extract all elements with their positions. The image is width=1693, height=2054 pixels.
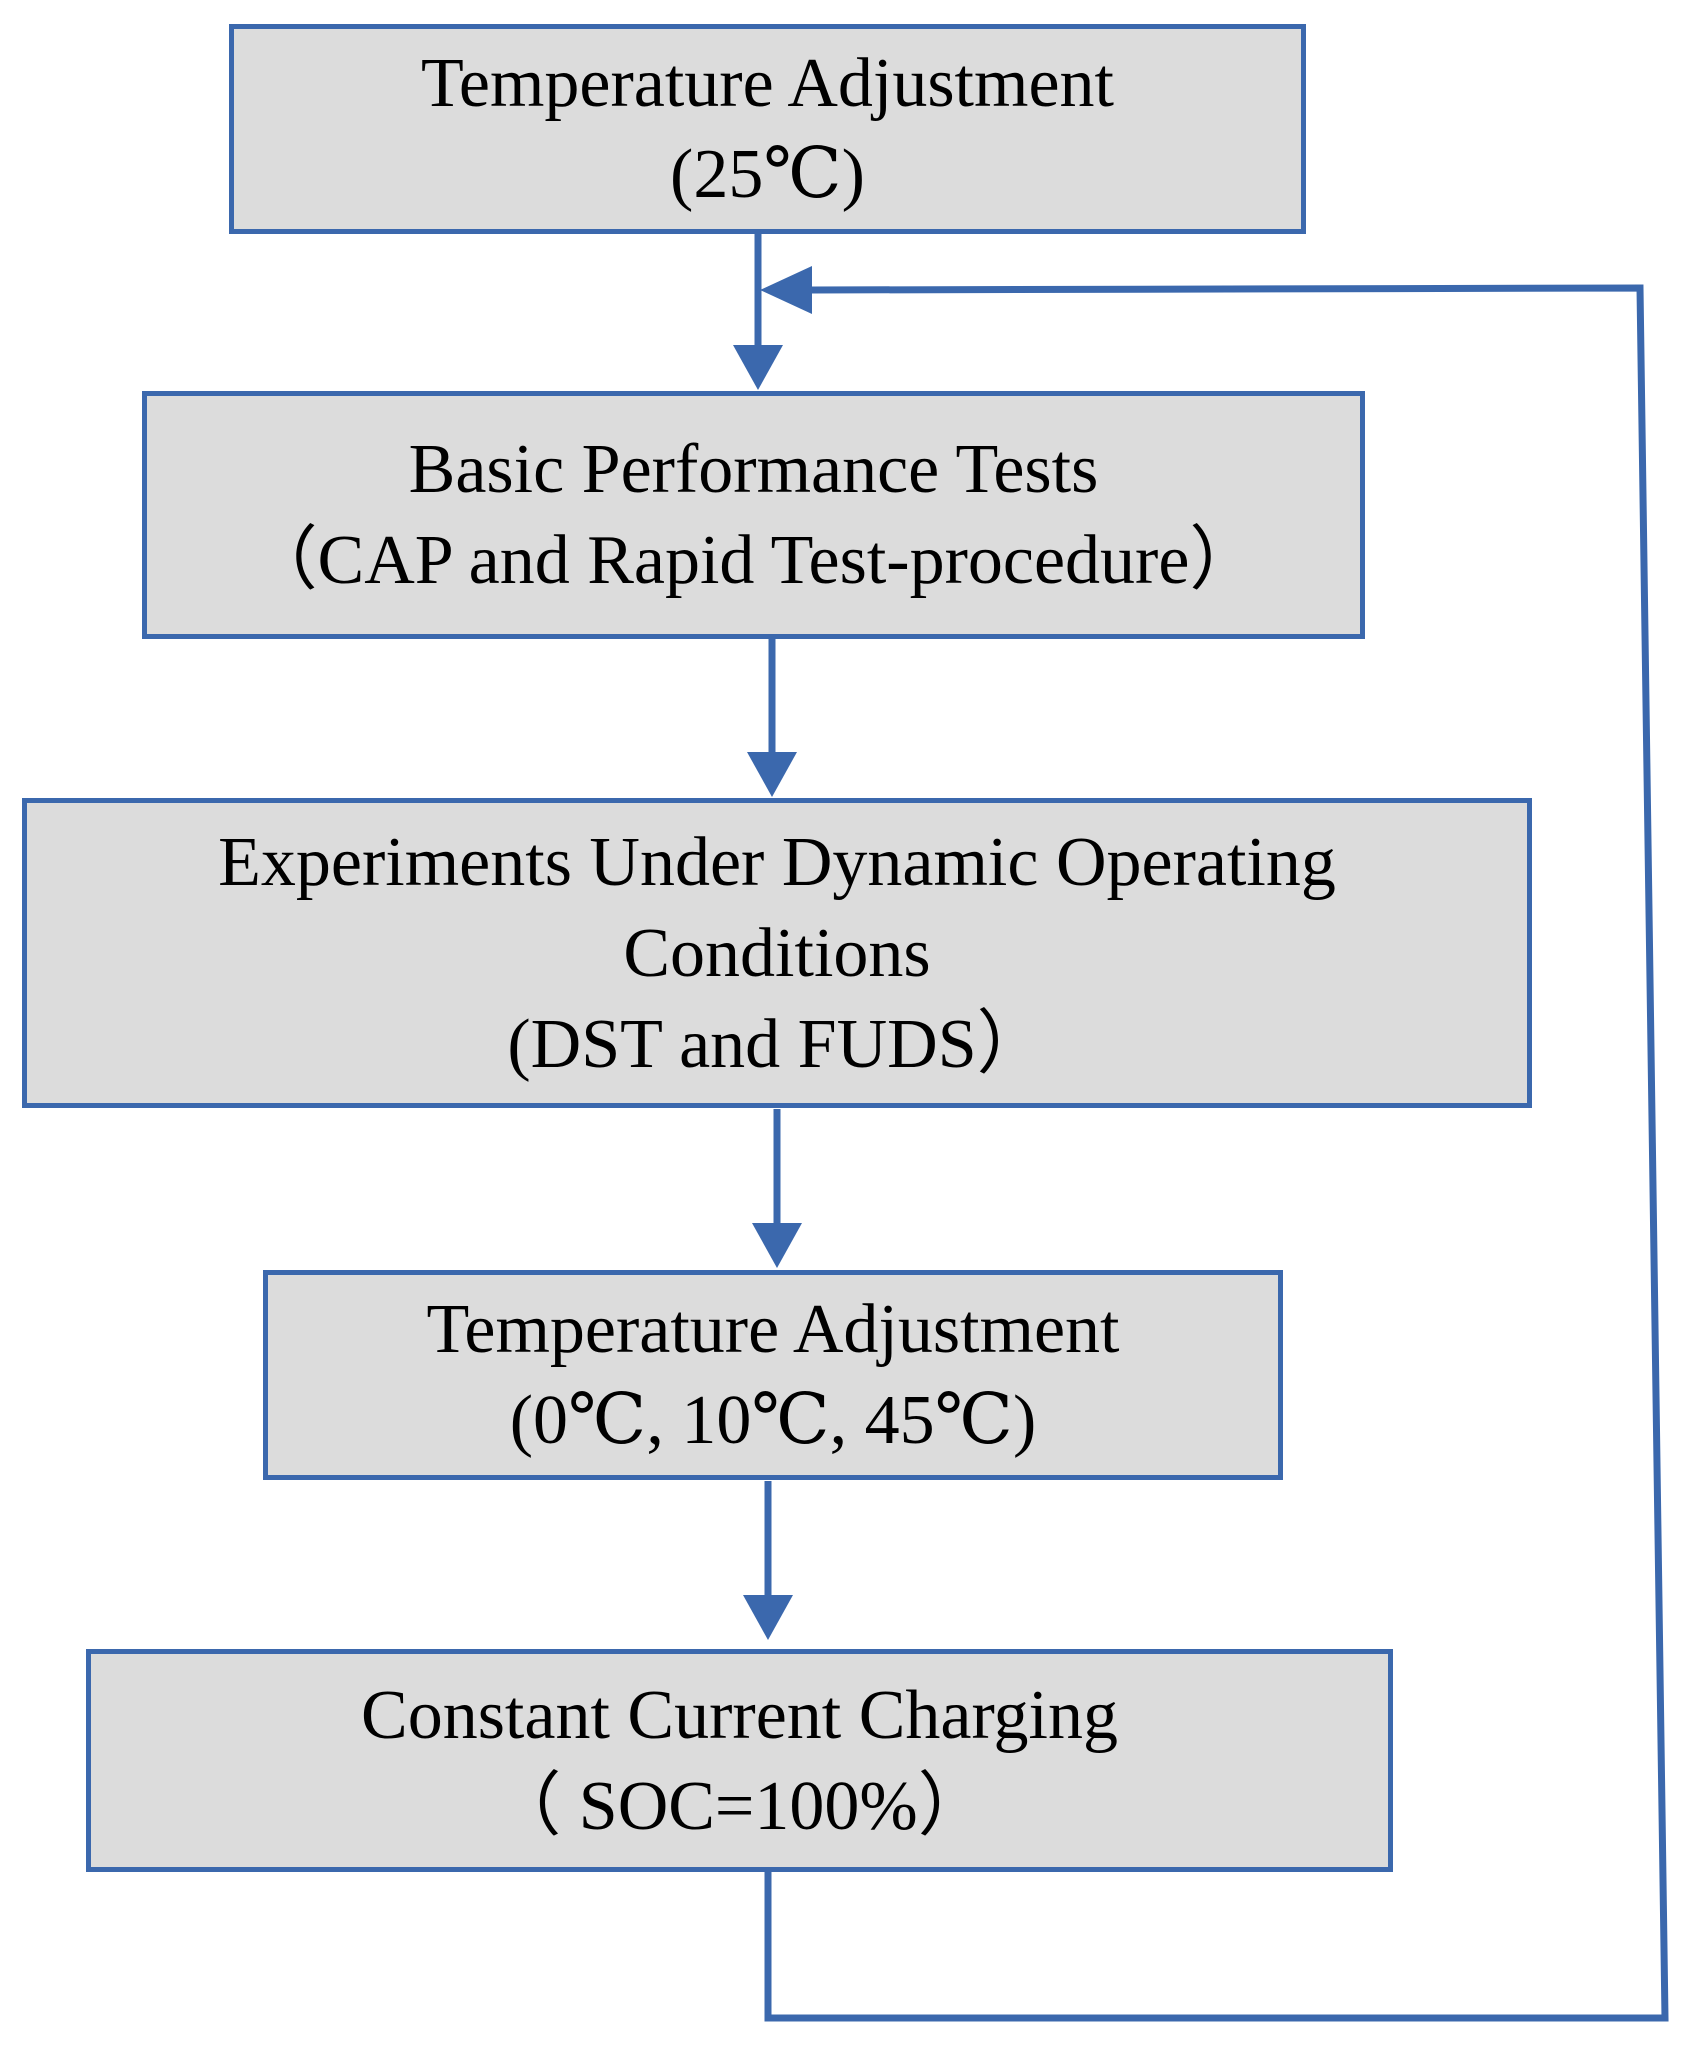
step-constant-current-charging: Constant Current Charging （ SOC=100%） xyxy=(86,1649,1393,1872)
step-2-title: Basic Performance Tests xyxy=(408,431,1099,508)
step-3-title-continued: Conditions xyxy=(623,914,931,992)
step-5-detail: （ SOC=100%） xyxy=(491,1767,988,1845)
step-3-detail: (DST and FUDS） xyxy=(507,1005,1047,1083)
step-4-title: Temperature Adjustment xyxy=(426,1291,1120,1368)
step-4-detail: (0℃, 10℃, 45℃) xyxy=(509,1382,1037,1459)
arrow-head-3-to-4 xyxy=(752,1223,802,1268)
arrow-head-2-to-3 xyxy=(747,752,797,797)
arrow-head-4-to-5 xyxy=(743,1595,793,1640)
loop-back-arrow-head xyxy=(760,266,812,314)
arrow-head-1-to-2 xyxy=(733,345,783,390)
step-1-detail: (25℃) xyxy=(670,136,865,213)
loop-back-line xyxy=(764,284,1669,2022)
step-2-detail: （CAP and Rapid Test-procedure） xyxy=(247,522,1260,599)
step-5-title: Constant Current Charging xyxy=(361,1676,1118,1754)
step-temperature-adjustment-multi: Temperature Adjustment (0℃, 10℃, 45℃) xyxy=(263,1270,1283,1480)
step-3-title: Experiments Under Dynamic Operating xyxy=(218,823,1336,901)
step-temperature-adjustment-25c: Temperature Adjustment (25℃) xyxy=(229,24,1306,234)
step-dynamic-operating-experiments: Experiments Under Dynamic Operating Cond… xyxy=(22,798,1532,1108)
step-1-title: Temperature Adjustment xyxy=(421,45,1114,122)
step-basic-performance-tests: Basic Performance Tests （CAP and Rapid T… xyxy=(142,391,1365,639)
